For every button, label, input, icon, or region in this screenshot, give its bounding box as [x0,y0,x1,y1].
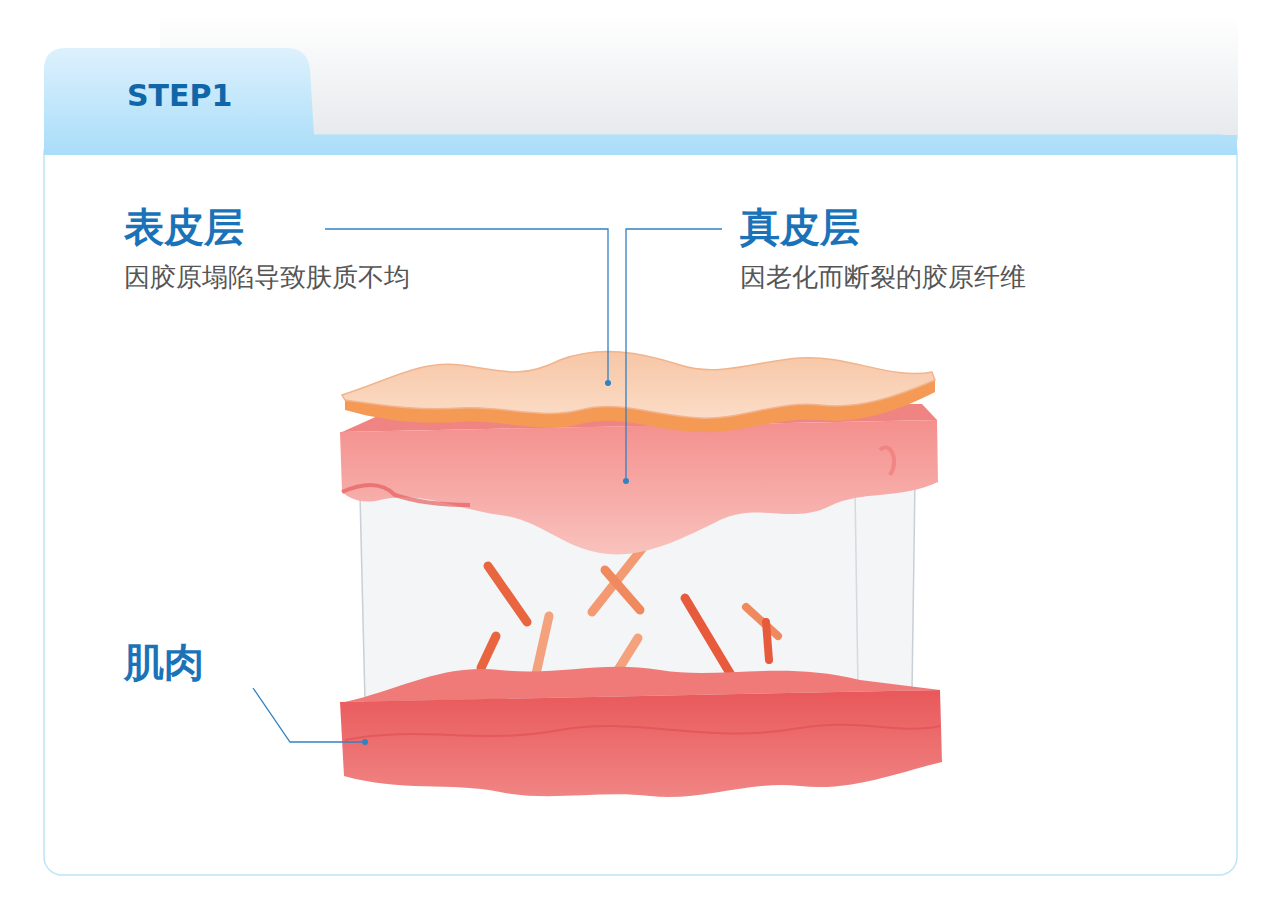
leader-lines [253,229,722,742]
muscle-layer [340,690,942,797]
layer-note: 因胶原塌陷导致肤质不均 [124,262,410,293]
header-shade [160,15,1238,140]
step-title: STEP1 [127,78,232,114]
panel [44,135,1237,875]
leader-dots [362,380,629,745]
layer-edge [855,488,858,690]
layer-name: 真皮层 [740,203,860,251]
dermis-layer [340,420,938,554]
layer-name: 肌肉 [124,638,204,686]
layer-name: 表皮层 [124,203,244,251]
epidermis-layer [342,352,935,419]
layer-note: 因老化而断裂的胶原纤维 [740,262,1026,293]
step-tab [44,48,1237,155]
